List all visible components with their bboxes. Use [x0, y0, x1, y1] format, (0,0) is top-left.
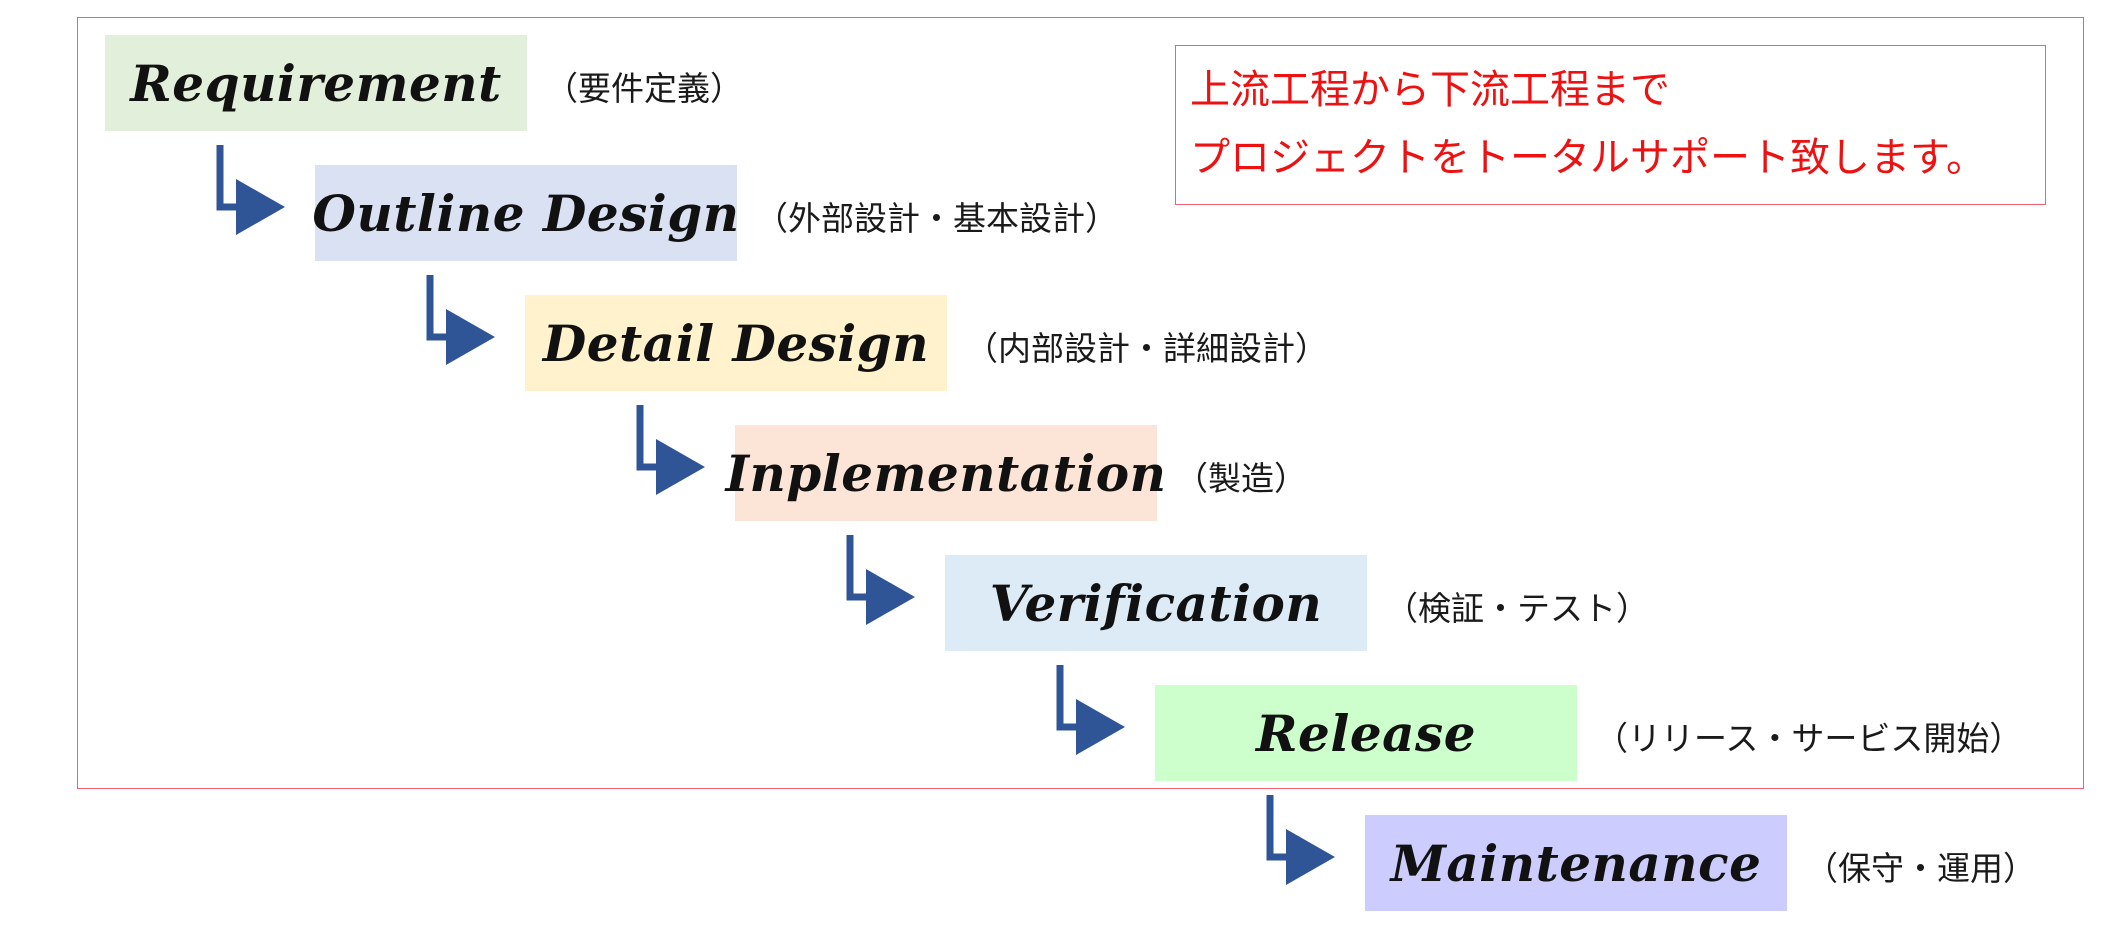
stage-outline-design: Outline Design: [312, 165, 740, 261]
service-note: 上流工程から下流工程まで プロジェクトをトータルサポート致します。: [1175, 45, 2046, 205]
stage-requirement: Requirement: [105, 35, 527, 131]
stage-label: Release: [1255, 703, 1477, 763]
stage-description: （要件定義）: [545, 69, 743, 108]
stage-label: Verification: [989, 573, 1323, 633]
stage-description: （検証・テスト）: [1385, 589, 1649, 628]
note-line-1: 上流工程から下流工程まで: [1190, 67, 1670, 113]
process-frame: [77, 17, 2084, 789]
arrow-3: [636, 405, 705, 495]
arrow-2: [426, 275, 495, 365]
arrow-4: [846, 535, 915, 625]
stage-label: Maintenance: [1390, 833, 1762, 893]
stage-label: Outline Design: [312, 183, 740, 243]
stage-implementation: Inplementation: [726, 425, 1166, 521]
arrow-6: [1266, 795, 1335, 885]
stage-verification: Verification: [945, 555, 1367, 651]
stage-maintenance: Maintenance: [1365, 815, 1787, 911]
stage-label: Inplementation: [725, 443, 1167, 503]
stage-description: （保守・運用）: [1805, 849, 2036, 888]
arrow-5: [1056, 665, 1125, 755]
stage-description: （リリース・サービス開始）: [1595, 719, 2023, 758]
stage-detail-design: Detail Design: [525, 295, 947, 391]
note-line-2: プロジェクトをトータルサポート致します。: [1190, 135, 1986, 181]
stage-label: Requirement: [130, 53, 502, 113]
stage-description: （製造）: [1175, 459, 1307, 498]
arrow-1: [216, 145, 285, 235]
stage-release: Release: [1155, 685, 1577, 781]
stage-description: （外部設計・基本設計）: [755, 199, 1118, 238]
stage-label: Detail Design: [542, 313, 930, 373]
stage-description: （内部設計・詳細設計）: [965, 329, 1328, 368]
